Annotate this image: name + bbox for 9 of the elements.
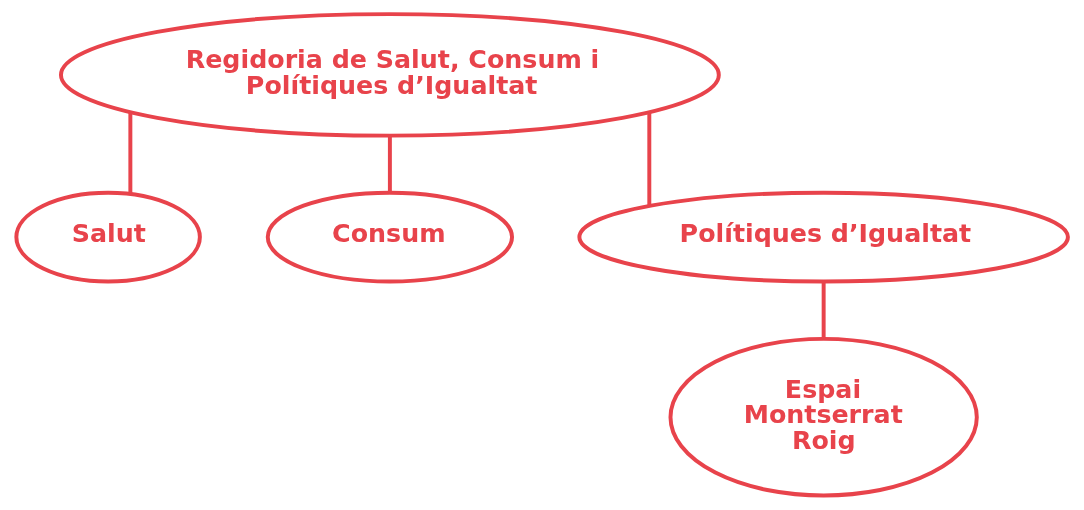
node-ellipse: Polítiques d’Igualtat: [577, 190, 1070, 284]
node-ellipse: Regidoria de Salut, Consum i Polítiques d’Igualtat: [59, 12, 721, 138]
node-ellipse: Espai Montserrat Roig: [668, 336, 979, 498]
connector: [647, 112, 652, 206]
connector: [387, 135, 392, 193]
connector: [821, 282, 826, 339]
connector: [128, 112, 133, 194]
node-ellipse: Salut: [14, 190, 202, 284]
node-ellipse: Consum: [265, 190, 514, 284]
